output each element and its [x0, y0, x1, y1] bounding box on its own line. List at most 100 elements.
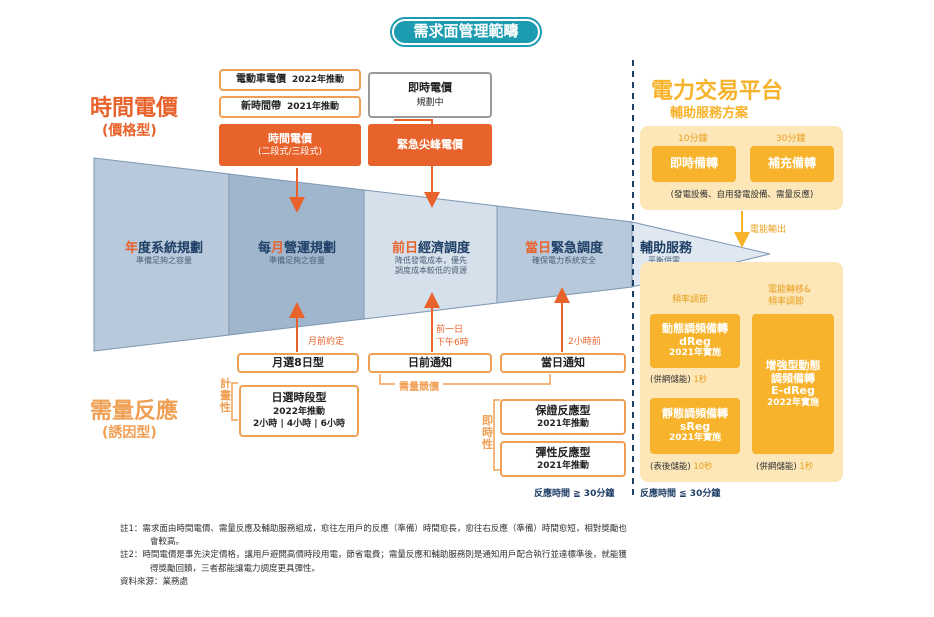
ev-price-box: 電動車電價 2022年推動 [219, 69, 361, 91]
stage-same-day-title: 緊急調度 [551, 241, 604, 256]
demand-response-subheading: (誘因型) [102, 425, 157, 441]
dreg-code: dReg [679, 334, 711, 348]
planned-label: 計畫性 [220, 377, 231, 415]
sreg-name: 靜態調頻備轉 [662, 407, 728, 421]
day-before-label2: 下午6時 [436, 338, 469, 348]
platform-response-time: 反應時間 ≦ 30分鐘 [640, 489, 721, 499]
monthly-8-box: 月選8日型 [237, 353, 359, 373]
page-title: 需求面管理範疇 [394, 21, 538, 43]
reserve-sources: (發電設備、自用發電設備、需量反應) [670, 190, 814, 200]
demand-response-heading: 需量反應 [90, 399, 179, 424]
power-output-label: 電能輸出 [750, 225, 787, 235]
ev-price-year: 2022年推動 [291, 74, 345, 85]
day-ahead-box: 日前通知 [368, 353, 492, 373]
note-1b: 會較高。 [150, 537, 185, 548]
stage-same-day-highlight: 當日 [524, 241, 551, 256]
daily-period-year: 2022年推動 [272, 406, 326, 417]
edreg-time: 1秒 [799, 462, 814, 472]
supplemental-reserve-box: 補充備轉 [750, 146, 834, 182]
supplemental-time: 30分鐘 [776, 134, 806, 144]
stage-monthly-sub: 準備足夠之容量 [269, 256, 325, 265]
edreg-year: 2022年實施 [766, 397, 820, 408]
stage-annual-highlight: 年 [124, 241, 138, 256]
same-day-box: 當日通知 [500, 353, 626, 373]
edreg-name1: 增強型動態 [765, 358, 821, 372]
note-2b: 得獎勵回饋，三者都能讓電力調度更具彈性。 [150, 563, 321, 574]
sreg-year: 2021年實施 [668, 433, 722, 444]
planned-bracket [231, 382, 238, 421]
sreg-cond: (表後儲能) 10秒 [650, 460, 744, 472]
dreg-cond: (併網儲能) 1秒 [650, 373, 742, 385]
stage-ancillary-title: 輔助服務 [640, 241, 693, 256]
platform-subtitle: 輔助服務方案 [670, 106, 749, 121]
elastic-year: 2021年推動 [536, 461, 590, 472]
stage-day-ahead-sub2: 調度成本較低的資源 [395, 266, 467, 276]
dreg-box: 動態調頻備轉 dReg 2021年實施 [650, 314, 740, 368]
stage-same-day: 當日緊急調度 確保電力系統安全 [500, 237, 628, 266]
tou-price-name: 時間電價 [268, 131, 312, 145]
sreg-box: 靜態調頻備轉 sReg 2021年實施 [650, 398, 740, 454]
reliability-box: 保證反應型 2021年推動 [500, 399, 626, 435]
bidding-label: 需量競價 [395, 378, 443, 393]
stage-monthly-highlight: 月 [270, 241, 284, 256]
note-1a: 註1：需求面由時間電價、需量反應及輔助服務組成，愈往左用戶的反應（準備）時間愈長… [120, 524, 627, 534]
stage-annual: 年度系統規劃 準備足夠之容量 [104, 237, 224, 266]
tou-price-sub: (二段式/三段式) [257, 147, 323, 158]
stage-ancillary-sub: 平衡供需 [648, 256, 680, 265]
reliability-year: 2021年推動 [536, 419, 590, 430]
reliability-name: 保證反應型 [535, 403, 591, 417]
immediate-bracket [493, 399, 500, 471]
sreg-time: 10秒 [693, 462, 713, 472]
immediate-label: 即時性 [482, 414, 493, 452]
dreg-cond-text: (併網儲能) [650, 375, 691, 385]
stage-day-ahead-sub1: 降低發電成本，優先 [395, 256, 467, 265]
dreg-name: 動態調頻備轉 [662, 322, 728, 336]
shift-reg-label2: 頻率調節 [768, 297, 805, 307]
arrow-peak [394, 119, 440, 208]
elastic-name: 彈性反應型 [535, 445, 591, 459]
stage-ancillary: 輔助服務 平衡供需 [640, 237, 720, 266]
edreg-name2: 調頻備轉 [771, 371, 815, 385]
elastic-box: 彈性反應型 2021年推動 [500, 441, 626, 477]
time-price-subheading: (價格型) [102, 123, 157, 139]
shift-reg-label: 電能轉移& [768, 285, 812, 295]
edreg-cond: (併網儲能) 1秒 [756, 460, 840, 472]
daily-period-box: 日選時段型 2022年推動 2小時 | 4小時 | 6小時 [239, 385, 359, 437]
daily-period-hours: 2小時 | 4小時 | 6小時 [253, 419, 345, 430]
stage-annual-title: 度系統規劃 [138, 241, 204, 256]
freq-reg-label: 頻率調節 [672, 295, 709, 305]
edreg-box: 增強型動態 調頻備轉 E-dReg 2022年實施 [752, 314, 834, 454]
edreg-cond-text: (併網儲能) [756, 462, 797, 472]
spinning-reserve-box: 即時備轉 [652, 146, 736, 182]
platform-title: 電力交易平台 [651, 79, 784, 104]
stage-monthly-title: 營運規劃 [284, 241, 337, 256]
realtime-price-status: 規劃中 [416, 97, 444, 108]
realtime-price-box: 即時電價 規劃中 [368, 72, 492, 118]
stage-annual-sub: 準備足夠之容量 [136, 256, 192, 265]
peak-price-box: 緊急尖峰電價 [368, 124, 492, 166]
dreg-year: 2021年實施 [668, 348, 722, 359]
stage-day-ahead: 前日經濟調度 降低發電成本，優先 調度成本較低的資源 [368, 237, 494, 277]
time-price-heading: 時間電價 [90, 96, 179, 121]
daily-period-name: 日選時段型 [271, 391, 327, 405]
note-2a: 註2：時間電價是事先決定價格，讓用戶避開高價時段用電，節省電費；需量反應和輔助服… [120, 550, 627, 561]
bidding-bracket [379, 374, 551, 385]
stage-monthly: 每月營運規劃 準備足夠之容量 [236, 237, 358, 266]
stage-monthly-prefix: 每 [257, 241, 271, 256]
data-source: 資料來源：業務處 [120, 576, 189, 587]
tou-price-box: 時間電價 (二段式/三段式) [219, 124, 361, 166]
two-hours-label: 2小時前 [568, 337, 601, 347]
stage-day-ahead-title: 經濟調度 [418, 241, 471, 256]
new-period-name: 新時間帶 [240, 101, 281, 113]
new-period-box: 新時間帶 2021年推動 [219, 96, 361, 118]
dreg-time: 1秒 [693, 375, 708, 385]
peak-price-name: 緊急尖峰電價 [397, 137, 463, 151]
title-pill: 需求面管理範疇 [390, 17, 542, 47]
edreg-code: E-dReg [771, 384, 815, 398]
spinning-time: 10分鐘 [678, 134, 708, 144]
stage-same-day-sub: 確保電力系統安全 [532, 256, 596, 265]
dr-response-time: 反應時間 ≧ 30分鐘 [534, 489, 615, 499]
notes-block: 註1：需求面由時間電價、需量反應及輔助服務組成，愈往左用戶的反應（準備）時間愈長… [120, 523, 840, 589]
month-ahead-label: 月前約定 [308, 337, 345, 347]
